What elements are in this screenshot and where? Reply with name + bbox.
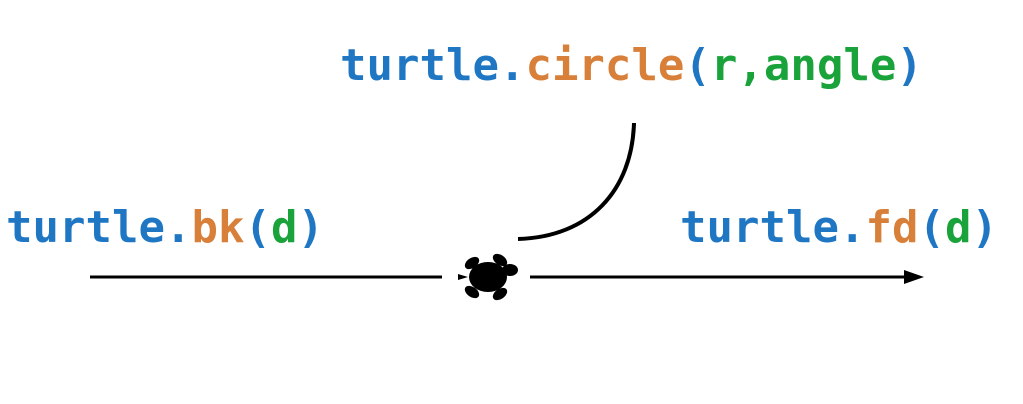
circle-arg-radius: r: [710, 40, 738, 91]
bk-open-paren: (: [244, 202, 271, 253]
circle-open-paren: (: [684, 40, 711, 91]
bk-close-paren: ): [297, 202, 324, 253]
bk-object-name: turtle: [6, 202, 165, 253]
fd-arg-distance: d: [944, 202, 972, 253]
circle-object-name: turtle: [340, 40, 499, 91]
bk-method-name: bk: [191, 202, 245, 253]
fd-close-paren: ): [971, 202, 998, 253]
turtle-icon: [458, 253, 518, 301]
bk-dot: .: [164, 202, 192, 253]
fd-object-name: turtle: [680, 202, 839, 253]
fd-dot: .: [838, 202, 866, 253]
circle-arg-angle: angle: [763, 40, 897, 91]
fd-open-paren: (: [918, 202, 945, 253]
circle-method-name: circle: [525, 40, 685, 91]
circle-command-label: turtle.circle(r,angle): [340, 44, 923, 88]
circle-close-paren: ): [896, 40, 923, 91]
arrow-right-icon: [904, 270, 924, 284]
bk-arg-distance: d: [270, 202, 298, 253]
circle-dot: .: [498, 40, 526, 91]
circle-comma: ,: [737, 40, 764, 91]
fd-command-label: turtle.fd(d): [680, 206, 998, 250]
circle-arc: [517, 122, 636, 241]
bk-command-label: turtle.bk(d): [6, 206, 324, 250]
fd-method-name: fd: [865, 202, 919, 253]
